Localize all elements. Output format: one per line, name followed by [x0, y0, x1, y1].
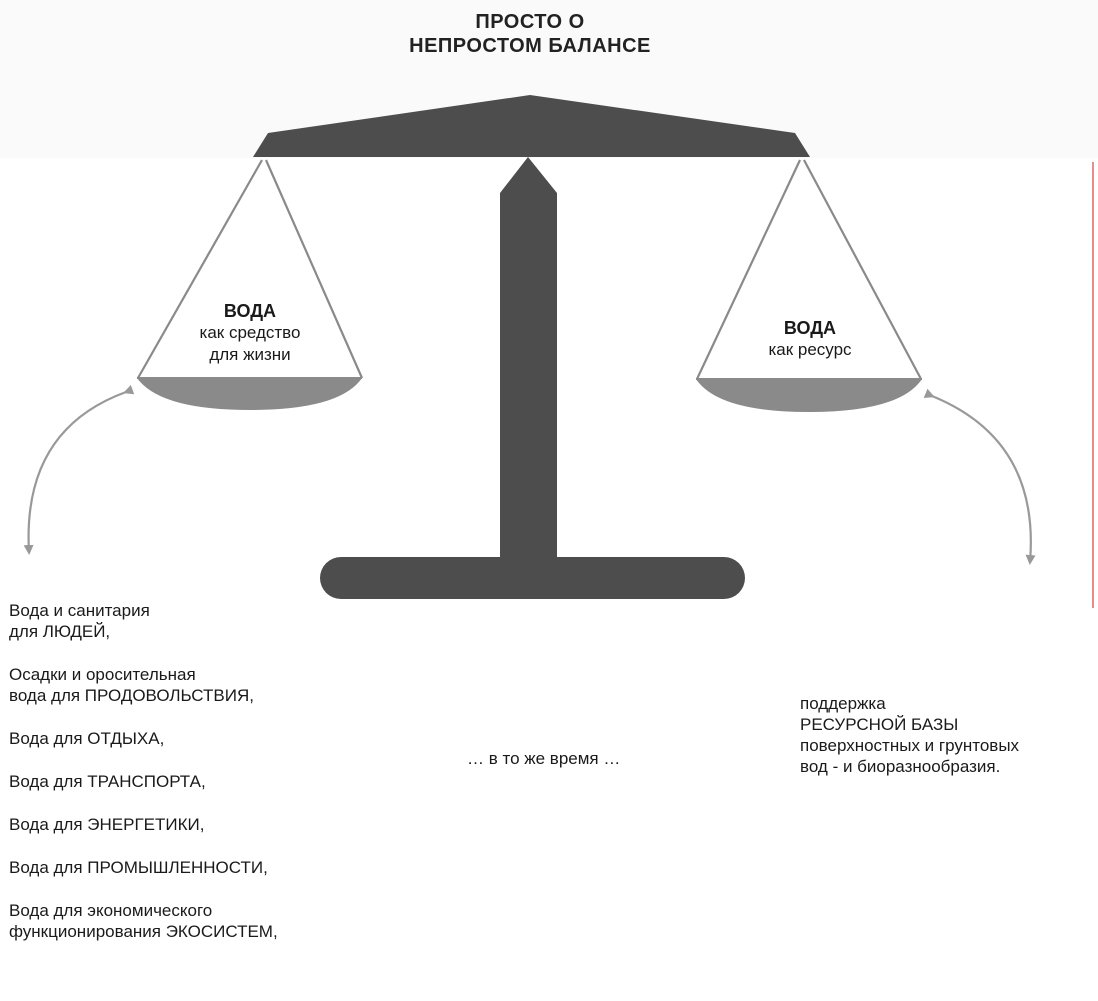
title-line-1: ПРОСТО О — [475, 11, 585, 33]
list-item: Вода для ТРАНСПОРТА, — [9, 772, 206, 791]
middle-connector-text: … в то же время … — [467, 749, 621, 768]
title-line-2: НЕПРОСТОМ БАЛАНСЕ — [409, 35, 651, 57]
right-pan-line-1: как ресурс — [768, 340, 852, 359]
left-pan — [137, 378, 362, 410]
list-item: Вода для экономического функционирования… — [9, 901, 278, 941]
right-pan-label: ВОДА как ресурс — [740, 317, 880, 361]
left-pan-line-2: для жизни — [209, 345, 291, 364]
scale-beam — [253, 95, 810, 157]
right-pan — [696, 379, 922, 412]
left-pan-strings — [137, 159, 364, 379]
life-uses-list: Вода и санитария для ЛЮДЕЙ, Осадки и оро… — [9, 600, 278, 964]
list-item: Вода для ОТДЫХА, — [9, 729, 165, 748]
right-pan-heading: ВОДА — [783, 318, 837, 338]
left-pan-line-1: как средство — [199, 323, 301, 342]
resource-base-text: поддержка РЕСУРСНОЙ БАЗЫ поверхностных и… — [800, 694, 1020, 776]
list-item: Осадки и оросительная вода для ПРОДОВОЛЬ… — [9, 665, 254, 705]
left-curved-arrow — [23, 384, 135, 555]
list-item: Вода для ЭНЕРГЕТИКИ, — [9, 815, 205, 834]
right-pan-strings — [696, 159, 922, 380]
left-pan-heading: ВОДА — [223, 301, 277, 321]
diagram-title: ПРОСТО О НЕПРОСТОМ БАЛАНСЕ — [0, 10, 1060, 58]
list-item: Вода для ПРОМЫШЛЕННОСТИ, — [9, 858, 268, 877]
left-pan-label: ВОДА как средство для жизни — [170, 300, 330, 366]
list-item: Вода и санитария для ЛЮДЕЙ, — [9, 601, 150, 641]
right-curved-arrow — [923, 388, 1036, 565]
scale-base — [320, 557, 745, 599]
scale-post — [500, 157, 557, 575]
